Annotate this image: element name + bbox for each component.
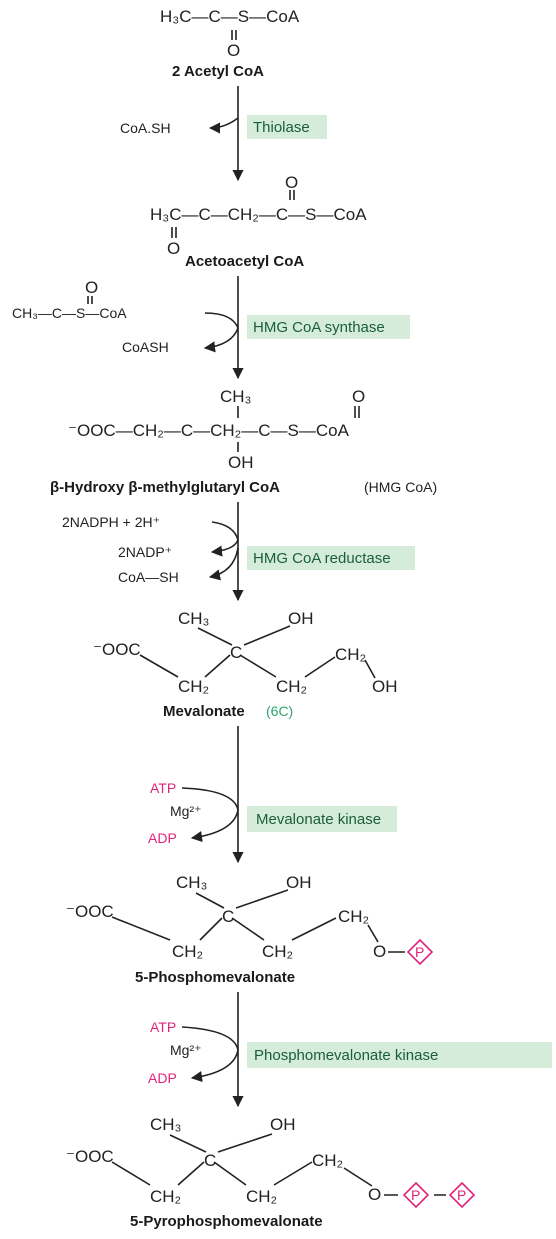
reductase-output-nadp: 2NADP⁺ [118, 544, 172, 560]
mevalonate-kinase-label: Mevalonate kinase [256, 811, 381, 828]
hmg-reductase-box [247, 546, 415, 570]
pm-methyl: CH₃ [176, 873, 207, 892]
reductase-nadp-arrow [210, 521, 239, 557]
mev-hydroxyl: OH [288, 609, 314, 628]
acetyl-oxygen: O [227, 41, 240, 60]
ppm-ch2-b: CH₂ [246, 1187, 277, 1206]
acetoacetyl-coa-name: Acetoacetyl CoA [185, 253, 304, 270]
pm-phosphate-p: P [415, 944, 424, 960]
mevalonate-name: Mevalonate [163, 703, 245, 720]
phosphate-icon [406, 938, 434, 966]
mev-kinase-atp: ATP [150, 780, 176, 796]
pmk-curved-arrow [181, 1026, 239, 1083]
mevalonate-kinase-box [247, 806, 397, 832]
thiolase-product-coash: CoA.SH [120, 120, 171, 136]
synthase-curved-arrow [203, 312, 239, 353]
reductase-input-nadph: 2NADPH + 2H⁺ [62, 514, 160, 530]
mev-kinase-adp: ADP [148, 830, 177, 846]
ppm-phosphate-p2: P [457, 1187, 466, 1203]
hmg-methyl: CH₃ [220, 387, 251, 406]
acetyl-coa-name: 2 Acetyl CoA [172, 63, 264, 80]
mev-ch2-b: CH₂ [276, 677, 307, 696]
mev-terminal-hydroxyl: OH [372, 677, 398, 696]
hmg-hydroxyl: OH [228, 453, 254, 472]
synthase-product-coash: CoASH [122, 339, 169, 355]
mev-ch2-a: CH₂ [178, 677, 209, 696]
mev-methyl: CH₃ [178, 609, 209, 628]
phosphate-icon-2 [448, 1181, 476, 1209]
phosphomevalonate-skeleton [111, 889, 405, 953]
acetyl-coa-formula: H₃C—C—S—CoA [160, 7, 300, 26]
ppm-hydroxyl: OH [270, 1115, 296, 1134]
phosphomevalonate-name: 5-Phosphomevalonate [135, 969, 295, 986]
mev-carboxylate: ⁻OOC [93, 640, 141, 659]
ppm-carboxylate: ⁻OOC [66, 1147, 114, 1166]
pm-ester-oxygen: O [373, 942, 386, 961]
pyrophosphomevalonate-skeleton [111, 1133, 446, 1196]
thiolase-box [247, 115, 327, 139]
hmg-coa-name: β-Hydroxy β-methylglutaryl CoA [50, 479, 280, 496]
hmg-synthase-label: HMG CoA synthase [253, 319, 385, 336]
pm-hydroxyl: OH [286, 873, 312, 892]
hmg-reductase-label: HMG CoA reductase [253, 550, 391, 567]
synthase-in-oxygen: O [85, 278, 98, 297]
pmk-atp: ATP [150, 1019, 176, 1035]
pm-ch2-c: CH₂ [338, 907, 369, 926]
pmk-adp: ADP [148, 1070, 177, 1086]
pmk-mg: Mg²⁺ [170, 1042, 202, 1058]
phosphate-icon-1 [402, 1181, 430, 1209]
hmg-synthase-box [247, 315, 410, 339]
acetoacetyl-formula: H₃C—C—CH₂—C—S—CoA [150, 205, 367, 224]
hmg-top-oxygen: O [352, 387, 365, 406]
hmg-formula: ⁻OOC—CH₂—C—CH₂—C—S—CoA [68, 421, 350, 440]
ppm-center-carbon: C [204, 1151, 216, 1170]
ppm-ch2-a: CH₂ [150, 1187, 181, 1206]
thiolase-label: Thiolase [253, 119, 310, 136]
hmg-coa-abbr: (HMG CoA) [364, 479, 437, 495]
mev-kinase-curved-arrow [181, 787, 239, 843]
synthase-acetyl-coa-input: CH₃—C—S—CoA [12, 305, 127, 321]
ppm-methyl: CH₃ [150, 1115, 181, 1134]
pm-carboxylate: ⁻OOC [66, 902, 114, 921]
mev-ch2-c: CH₂ [335, 645, 366, 664]
mevalonate-carbon-count: (6C) [266, 703, 293, 719]
phosphomevalonate-kinase-label: Phosphomevalonate kinase [254, 1047, 438, 1064]
mev-kinase-mg: Mg²⁺ [170, 803, 202, 819]
ppm-ester-oxygen: O [368, 1185, 381, 1204]
acetoacetyl-bottom-oxygen: O [167, 239, 180, 258]
pyrophosphomevalonate-name: 5-Pyrophosphomevalonate [130, 1213, 323, 1230]
acetoacetyl-top-oxygen: O [285, 173, 298, 192]
pm-ch2-a: CH₂ [172, 942, 203, 961]
ppm-phosphate-p1: P [411, 1187, 420, 1203]
pm-center-carbon: C [222, 907, 234, 926]
ppm-ch2-c: CH₂ [312, 1151, 343, 1170]
reductase-coash-arrow [208, 547, 239, 581]
mev-center-carbon: C [230, 643, 242, 662]
phosphomevalonate-kinase-box [247, 1042, 552, 1068]
reductase-output-coash: CoA—SH [118, 569, 179, 585]
mevalonate-skeleton [139, 625, 376, 679]
coash-release-arrow [208, 117, 239, 134]
pm-ch2-b: CH₂ [262, 942, 293, 961]
